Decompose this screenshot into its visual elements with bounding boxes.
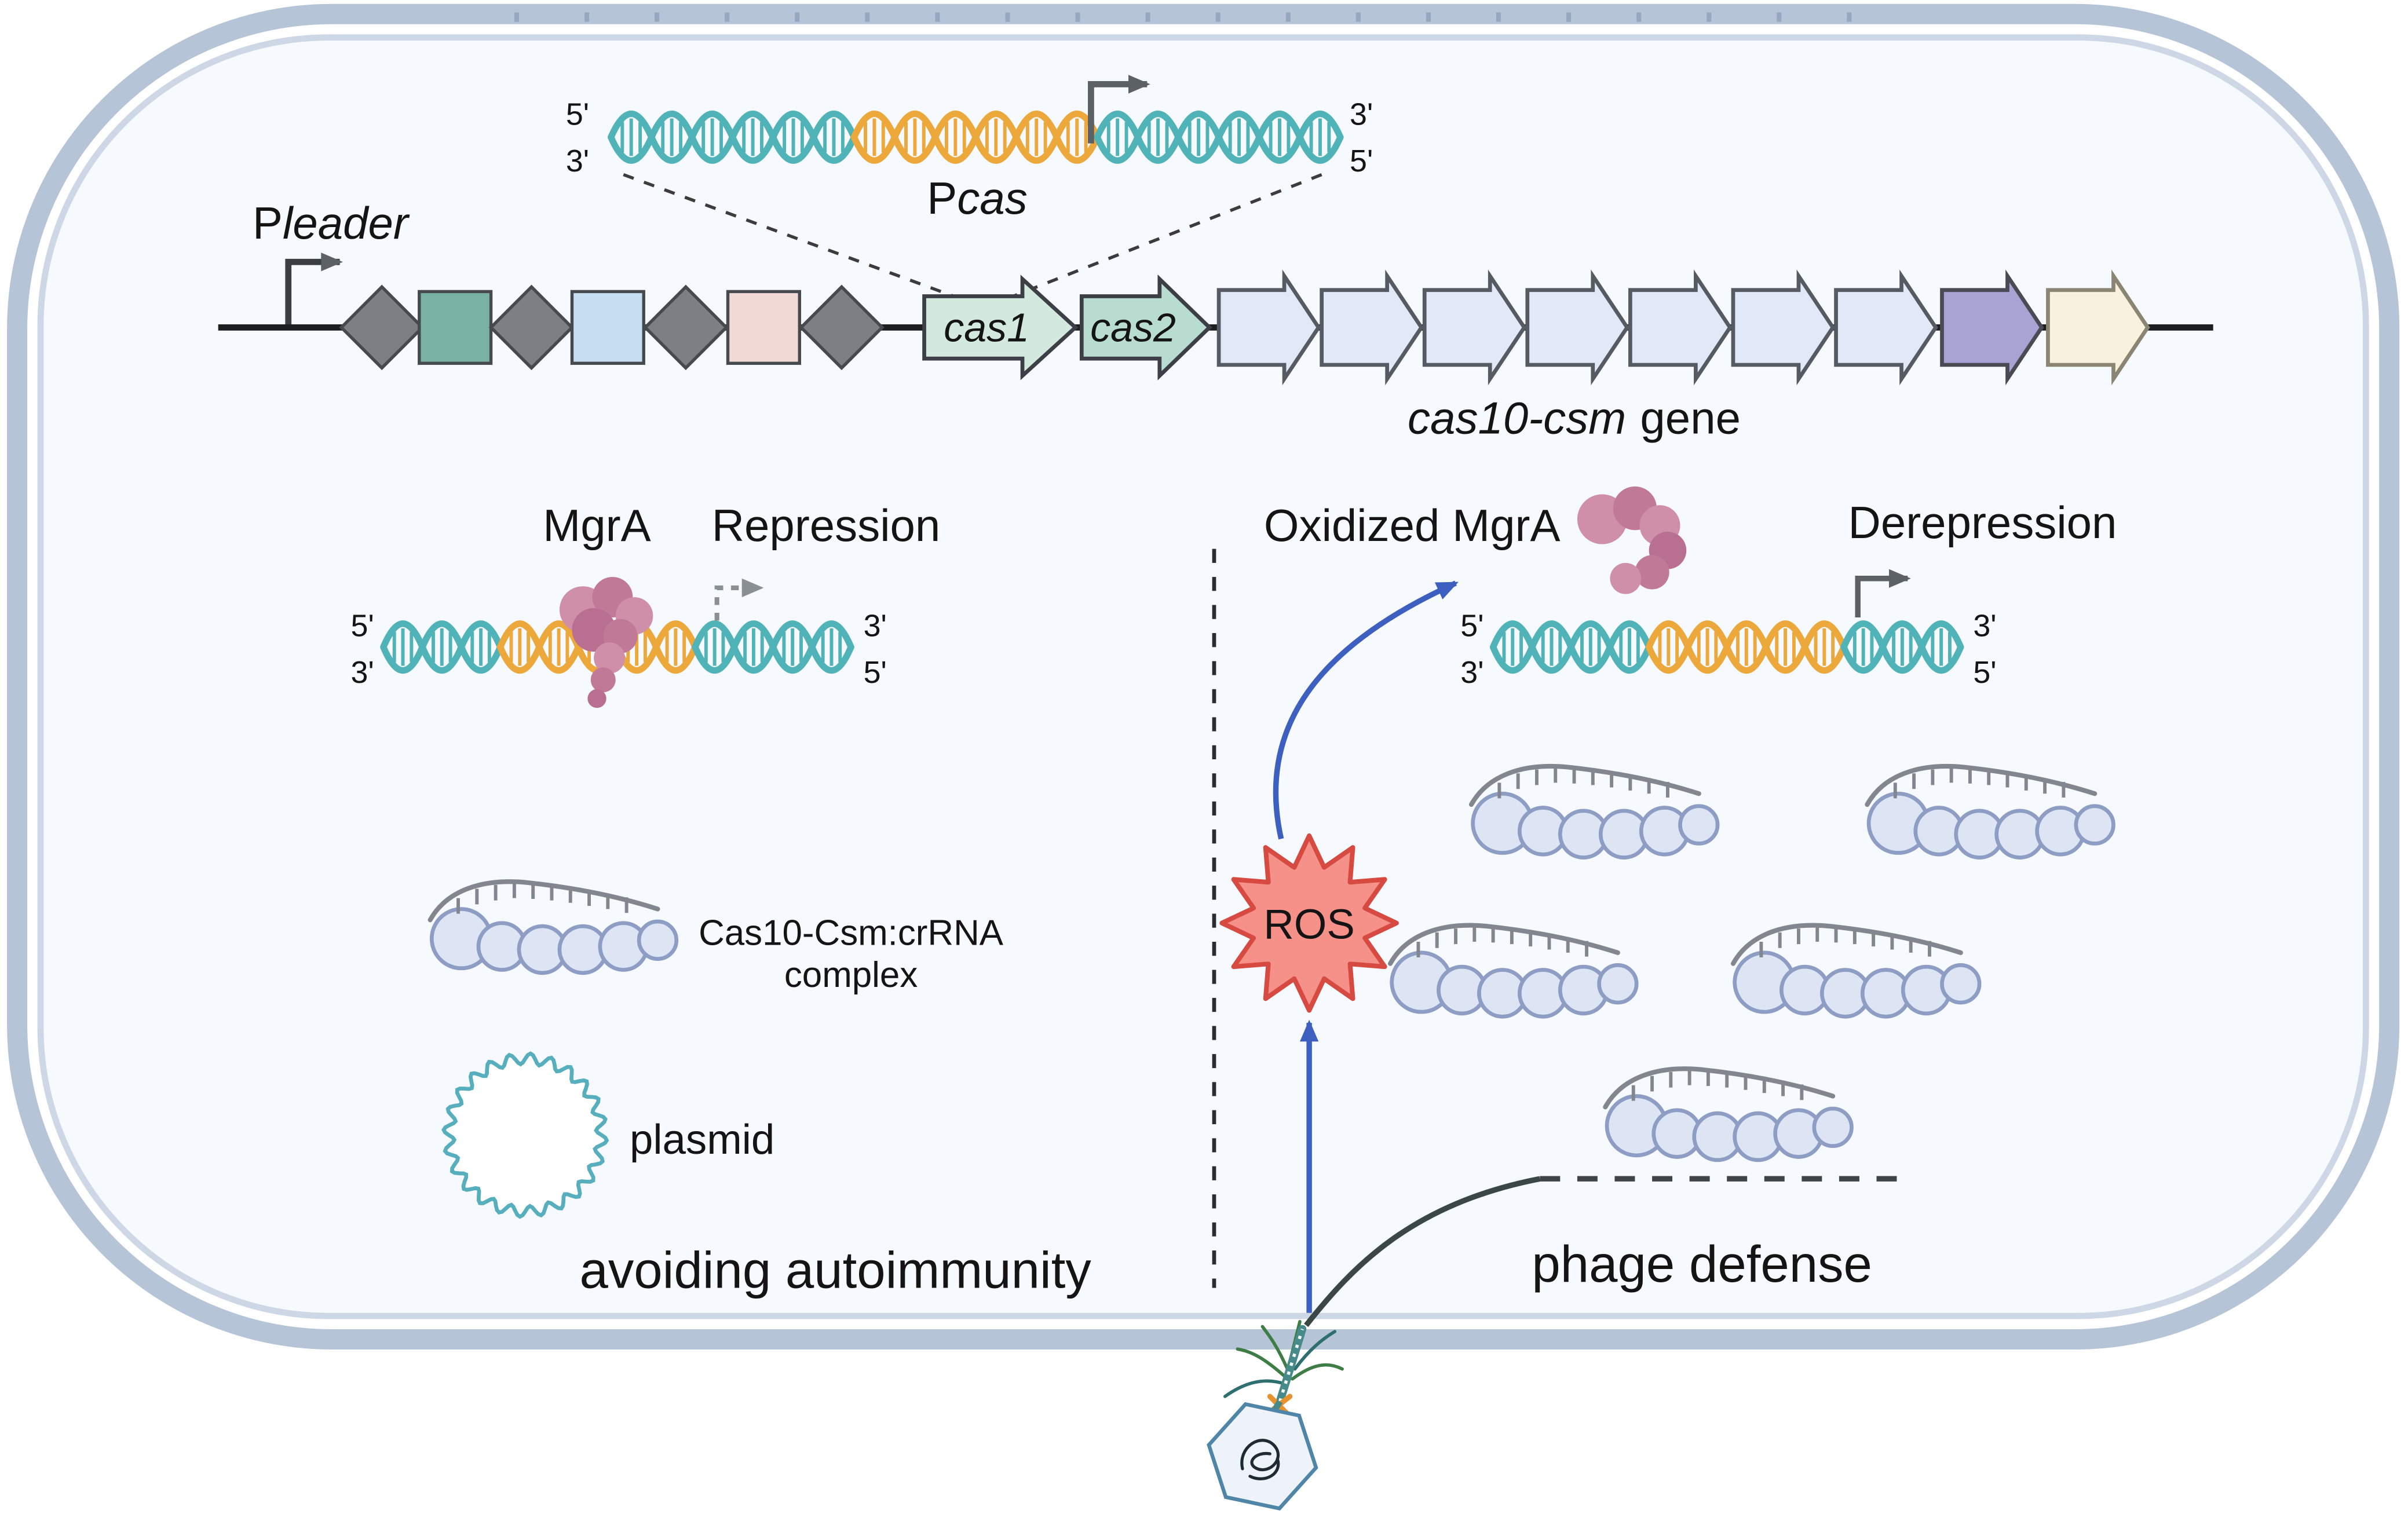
dna-end-label: 3' [566, 144, 589, 178]
ros-label: ROS [1263, 901, 1354, 948]
dna-helix-icon [1489, 620, 1964, 674]
mgra-protein-icon [559, 577, 653, 708]
derepression-label: Derepression [1848, 497, 2117, 548]
pleader-promoter-arrow-icon [285, 253, 343, 324]
pcas-promoter-arrow-icon [1088, 75, 1150, 144]
cell-outer-membrane [7, 3, 2400, 1350]
mgra-derepression-section: Oxidized MgrA Derepression 5' 3' 3' 5' [1264, 486, 2117, 690]
dna-helix-icon [608, 110, 1344, 164]
crispr-repeat-diamond [643, 284, 729, 371]
phage-dna-curve [1304, 1176, 1541, 1328]
phage-head [1207, 1402, 1318, 1511]
cas1-gene-arrow [922, 275, 1079, 381]
crispr-repeat-diamond [488, 284, 575, 371]
right-caption: phage defense [1532, 1235, 1872, 1293]
csm-gene-arrow [1834, 269, 1938, 386]
pleader-label: Pleader [253, 198, 410, 248]
csm-gene-arrow-purple [1940, 269, 2044, 386]
crispr-spacer-square-teal [418, 290, 493, 365]
csm-gene-arrow [1628, 269, 1733, 386]
dna-end-label: 3' [1460, 655, 1483, 690]
dna-end-label: 3' [1350, 97, 1373, 131]
dna-end-label: 5' [1350, 144, 1373, 178]
cas2-label: cas2 [1090, 305, 1176, 350]
cas1-label: cas1 [944, 305, 1029, 350]
oxidized-mgra-label: Oxidized MgrA [1264, 500, 1561, 551]
phage-genome-icon [1240, 1439, 1280, 1480]
oxidized-mgra-protein-icon [1577, 486, 1687, 594]
mgra-repression-section: MgrA Repression 5' 3' 3' 5' [351, 500, 941, 708]
dna-end-label: 5' [351, 608, 374, 643]
complex-label-line2: complex [784, 955, 918, 995]
dna-end-label: 5' [1460, 608, 1483, 643]
dna-end-label: 3' [351, 655, 374, 690]
left-caption: avoiding autoimmunity [580, 1242, 1092, 1299]
crispr-spacer-square-pink [726, 290, 801, 365]
dna-end-label: 3' [1973, 608, 1996, 643]
csm-gene-arrow [1731, 269, 1836, 386]
pcas-dna-helix: 5' 3' 3' 5' Pcas [566, 75, 1373, 298]
csm-gene-arrow [1422, 269, 1527, 386]
zoom-callout-line-left [623, 173, 955, 298]
dna-end-label: 5' [864, 655, 887, 690]
csm-gene-arrow [1525, 269, 1630, 386]
cas2-gene-arrow [1079, 274, 1212, 381]
pcas-label: Pcas [927, 173, 1027, 224]
csm-gene-arrow-cream [2046, 269, 2150, 386]
crispr-repeat-diamond [799, 284, 885, 371]
crispr-spacer-square-blue [570, 290, 645, 365]
active-promoter-arrow-icon [1855, 569, 1911, 618]
crispr-repeat-diamond [339, 284, 425, 371]
ros-burst-icon: ROS [1219, 833, 1399, 1013]
phage-icon [1207, 1319, 1344, 1511]
repression-label: Repression [712, 500, 941, 551]
plasmid-icon [441, 1051, 609, 1219]
dna-end-label: 5' [1973, 655, 1996, 690]
csm-gene-arrow [1216, 269, 1321, 386]
ros-to-mgra-arrow [1273, 580, 1459, 840]
dna-end-label: 5' [566, 97, 589, 131]
repressed-promoter-arrow-icon [714, 578, 764, 621]
csm-gene-arrow [1320, 269, 1424, 386]
complex-label-line1: Cas10-Csm:crRNA [699, 913, 1004, 953]
mgra-label: MgrA [543, 500, 651, 551]
dna-end-label: 3' [864, 608, 887, 643]
plasmid-label: plasmid [630, 1116, 774, 1163]
